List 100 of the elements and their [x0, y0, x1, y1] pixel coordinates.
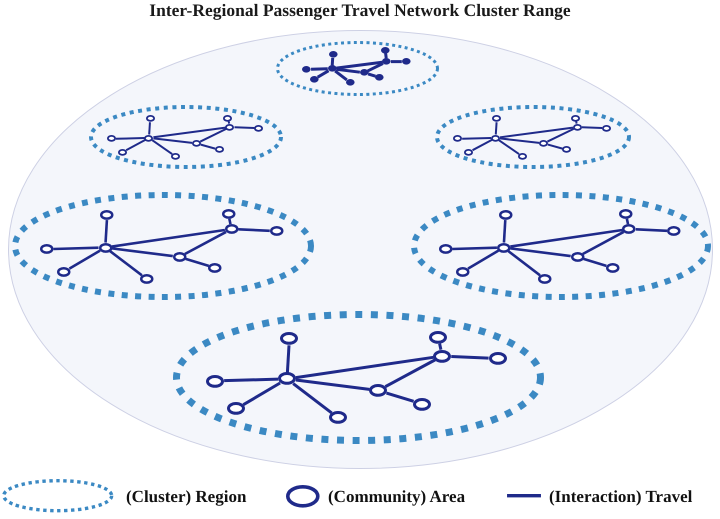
travel-line [368, 72, 376, 78]
area-ellipse [170, 152, 180, 160]
travel-line [384, 53, 388, 59]
area-ellipse [328, 51, 338, 58]
travel-line [316, 69, 330, 78]
legend-label: (Cluster) Region [126, 486, 246, 506]
range-ellipse [8, 30, 712, 468]
area-ellipse [433, 350, 452, 362]
area-ellipse [491, 134, 500, 142]
area-ellipse [227, 402, 246, 416]
travel-line [582, 230, 624, 256]
area-ellipse [144, 134, 154, 142]
travel-line [148, 122, 151, 135]
area-ellipse [225, 124, 234, 130]
legend-label: (Community) Area [328, 486, 466, 506]
area-ellipse [570, 252, 584, 262]
travel-line [390, 60, 402, 64]
area-ellipse [538, 274, 552, 284]
travel-line [500, 126, 574, 138]
area-ellipse [496, 242, 510, 252]
area-ellipse [570, 114, 580, 122]
travel-line [334, 70, 348, 82]
area-ellipse [106, 135, 116, 142]
area-ellipse [380, 46, 390, 54]
travel-line [228, 218, 232, 224]
travel-line [242, 382, 281, 406]
travel-line [152, 139, 173, 155]
travel-line [462, 137, 492, 140]
area-ellipse [666, 226, 680, 236]
area-ellipse [310, 76, 319, 82]
area-ellipse [539, 140, 548, 147]
area-ellipse [172, 252, 186, 262]
area-ellipse [100, 210, 114, 220]
area-ellipse [619, 208, 633, 219]
travel-line [296, 356, 434, 380]
area-ellipse [369, 384, 388, 397]
travel-line [224, 378, 278, 382]
travel-line [112, 247, 173, 258]
region-ellipse [12, 192, 314, 300]
area-ellipse [270, 226, 284, 236]
travel-line [367, 62, 384, 72]
travel-line [582, 126, 602, 130]
travel-line [54, 246, 99, 250]
area-ellipse [223, 114, 232, 122]
area-ellipse [429, 330, 448, 344]
travel-line [626, 218, 630, 224]
area-ellipse [572, 124, 582, 130]
area-ellipse [222, 208, 236, 219]
travel-line [330, 58, 334, 66]
travel-line [104, 220, 108, 243]
area-ellipse [118, 148, 128, 156]
area-ellipse [562, 146, 572, 154]
travel-line [500, 137, 540, 144]
travel-line [311, 67, 328, 71]
area-ellipse [192, 140, 202, 147]
travel-line [185, 258, 210, 268]
travel-line [636, 228, 668, 232]
travel-line [510, 228, 623, 248]
travel-line [68, 250, 101, 270]
travel-line [336, 68, 360, 74]
travel-line [292, 382, 333, 414]
travel-line [575, 121, 578, 124]
legend-label: (Interaction) Travel [549, 486, 692, 506]
area-ellipse [622, 224, 636, 234]
travel-line [451, 354, 489, 360]
area-ellipse [214, 146, 224, 154]
area-ellipse [498, 210, 512, 220]
area-ellipse [328, 65, 336, 72]
travel-line [238, 228, 270, 232]
travel-line [184, 230, 227, 256]
area-ellipse [488, 352, 507, 365]
area-ellipse [98, 242, 112, 252]
travel-line [116, 137, 144, 140]
area-ellipse [208, 262, 222, 273]
travel-line [234, 126, 254, 130]
travel-line [494, 122, 498, 135]
travel-line [153, 126, 226, 138]
travel-line [296, 378, 370, 391]
travel-line [384, 358, 436, 388]
area-ellipse [224, 224, 238, 234]
travel-line [502, 220, 507, 243]
travel-line [286, 345, 290, 373]
diagram-title: Inter-Regional Passenger Travel Network Cluster Range [149, 0, 571, 20]
region-ellipse [89, 105, 283, 169]
area-ellipse [278, 372, 296, 386]
travel-line [548, 144, 563, 150]
travel-line [510, 247, 571, 258]
region-ellipse [411, 192, 711, 300]
travel-line [472, 138, 492, 152]
travel-line [336, 60, 383, 70]
region-ellipse [276, 40, 438, 96]
region-ellipse [172, 310, 544, 444]
area-ellipse [382, 58, 391, 65]
area-ellipse [464, 148, 474, 156]
travel-line [200, 128, 227, 142]
travel-line [228, 121, 230, 124]
travel-line [153, 137, 192, 144]
area-ellipse [492, 115, 502, 122]
area-ellipse [146, 115, 155, 122]
travel-line [508, 250, 541, 276]
